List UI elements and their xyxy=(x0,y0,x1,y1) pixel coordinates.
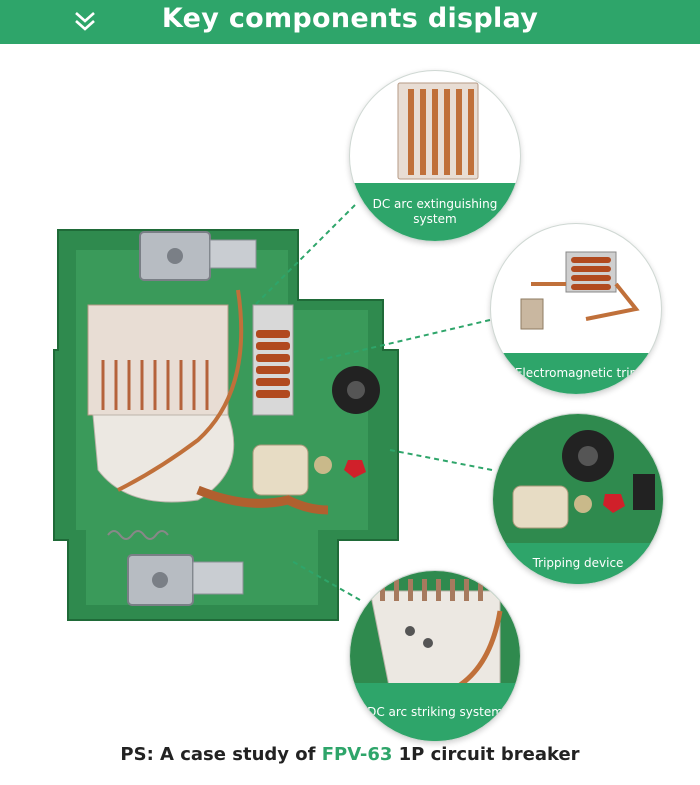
footnote: PS: A case study of FPV-63 1P circuit br… xyxy=(0,744,700,765)
footnote-suffix: 1P circuit breaker xyxy=(392,744,580,765)
footnote-prefix: PS: A case study of xyxy=(120,744,322,765)
component-callout-electromagnetic-trip: Electromagnetic trip xyxy=(490,223,662,395)
component-label: DC arc extinguishing system xyxy=(350,183,520,241)
page-title: Key components display xyxy=(161,3,539,34)
component-callout-arc-extinguishing: DC arc extinguishing system xyxy=(349,70,521,242)
component-label: DC arc striking system xyxy=(350,683,520,741)
component-callout-tripping-device: Tripping device xyxy=(492,413,664,585)
coil-icon xyxy=(520,251,640,330)
component-label: Tripping device xyxy=(493,543,663,584)
component-callout-arc-striking: DC arc striking system xyxy=(349,570,521,742)
circuit-breaker-image xyxy=(53,229,399,621)
double-chevron-down-icon xyxy=(75,12,95,31)
header-banner: Key components display xyxy=(0,0,700,44)
component-label: Electromagnetic trip xyxy=(491,353,661,394)
arc-chute-icon xyxy=(397,82,479,180)
model-number: FPV-63 xyxy=(321,744,393,765)
